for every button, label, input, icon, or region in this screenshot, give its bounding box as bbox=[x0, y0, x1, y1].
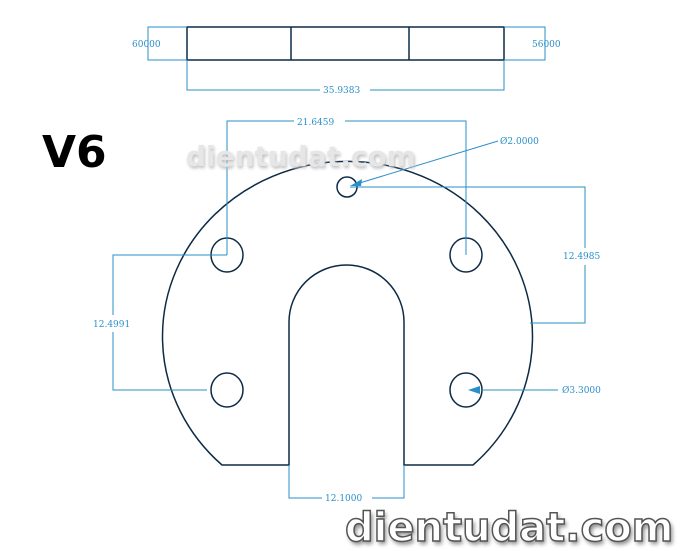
dim-slot-width bbox=[288, 465, 405, 499]
right-thickness-label: 56000 bbox=[532, 40, 561, 50]
front-view: 21.6459 Ø2.0000 12.4985 12.4991 Ø3.3000 … bbox=[93, 118, 601, 504]
leader-small-hole bbox=[352, 140, 499, 186]
left-vertical-label: 12.4991 bbox=[93, 320, 130, 330]
dim-right-thickness bbox=[504, 26, 546, 61]
hole-spacing-label: 21.6459 bbox=[297, 118, 334, 128]
dim-hole-spacing bbox=[226, 120, 467, 255]
slot-width-label: 12.1000 bbox=[325, 494, 362, 504]
large-hole-label: Ø3.3000 bbox=[562, 385, 601, 396]
model-title: V6 bbox=[42, 127, 107, 178]
mounting-hole bbox=[210, 372, 244, 408]
watermark: dientudat.com bbox=[186, 140, 416, 173]
outer-profile bbox=[161, 160, 534, 466]
left-thickness-label: 60000 bbox=[132, 40, 161, 50]
side-view: 60000 56000 35.9383 bbox=[132, 26, 561, 96]
small-hole-label: Ø2.0000 bbox=[500, 136, 539, 147]
total-length-label: 35.9383 bbox=[323, 86, 360, 96]
dim-total-length bbox=[186, 60, 505, 91]
watermark-large: dientudat.com bbox=[344, 505, 674, 551]
dim-left-thickness bbox=[147, 26, 187, 61]
right-vertical-label: 12.4985 bbox=[563, 252, 600, 262]
arrow-icon bbox=[468, 386, 480, 394]
side-view-body bbox=[186, 26, 505, 61]
dim-right-vertical bbox=[350, 186, 586, 324]
dim-left-vertical bbox=[112, 254, 227, 391]
arrow-icon bbox=[350, 179, 362, 186]
